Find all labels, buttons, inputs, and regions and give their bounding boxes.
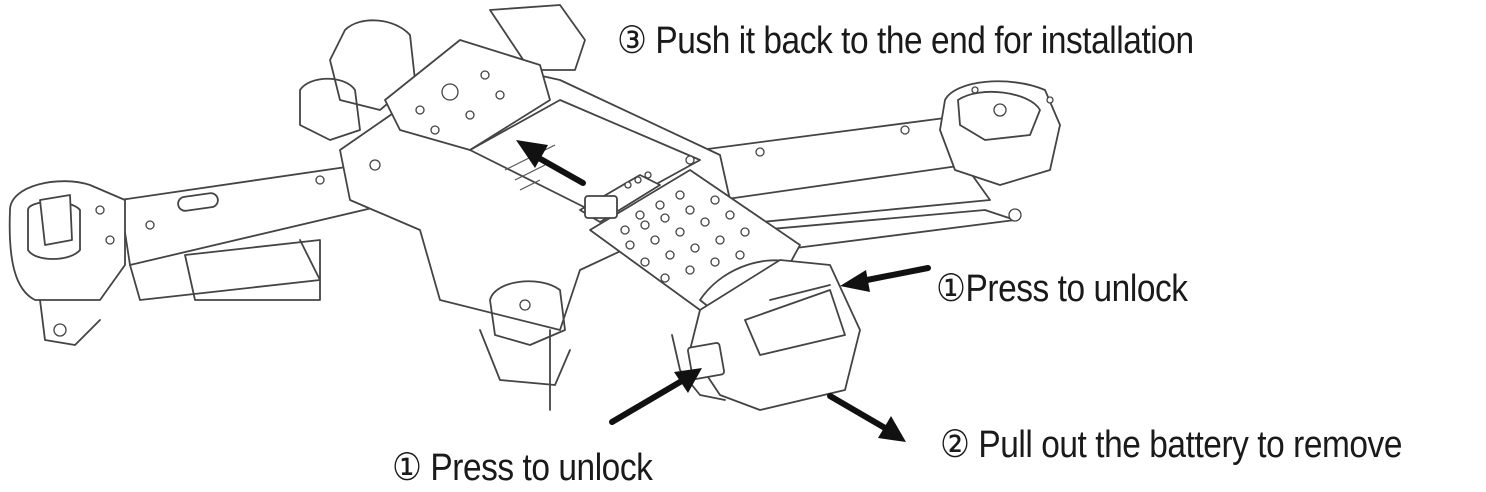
arrow-pull-out	[827, 393, 906, 442]
press-unlock-instruction-bottom: ① Press to unlock	[392, 447, 653, 489]
press-unlock-instruction-right: ①Press to unlock	[936, 268, 1188, 310]
right-motor	[939, 80, 1061, 186]
push-back-instruction: ③ Push it back to the end for installati…	[617, 20, 1194, 62]
battery-vents	[620, 190, 750, 283]
pull-out-instruction: ② Pull out the battery to remove	[940, 424, 1402, 466]
arrow-press-right	[840, 265, 931, 292]
arrow-push-back	[516, 140, 586, 186]
rear-motor	[299, 4, 586, 141]
arrow-press-bottom	[609, 368, 702, 425]
drone-body	[339, 39, 731, 411]
left-arm	[119, 164, 386, 301]
battery	[579, 169, 861, 411]
left-motor	[8, 180, 126, 346]
